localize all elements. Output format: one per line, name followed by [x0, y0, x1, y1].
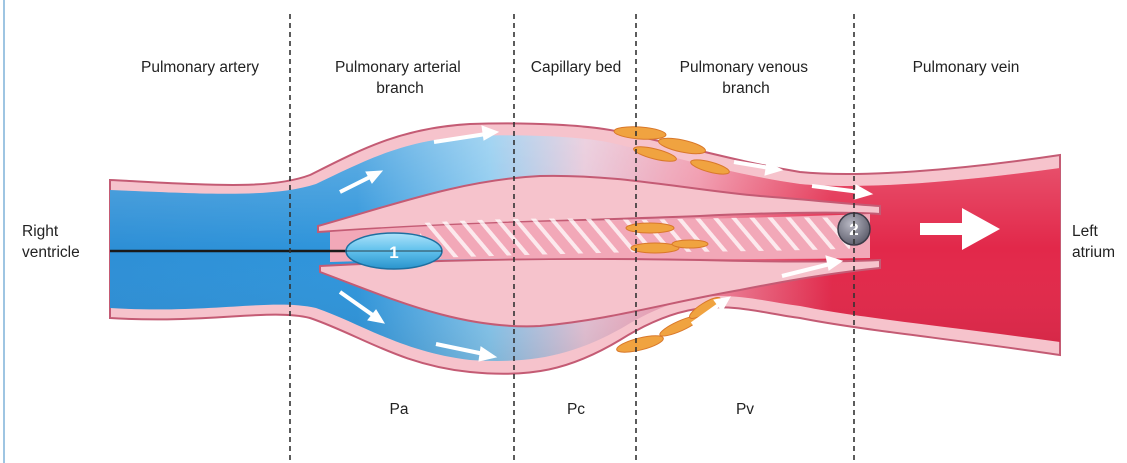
pressure-label-pa: Pa [390, 401, 409, 418]
region-label-pulmonary-venous-branch: Pulmonary venous branch [680, 59, 813, 97]
pressure-label-pc: Pc [567, 401, 585, 418]
region-label-pulmonary-artery: Pulmonary artery [141, 59, 259, 76]
end-label-right-ventricle: Right ventricle [22, 223, 80, 261]
marker-balloon: 1 [346, 233, 442, 269]
pressure-label-pv: Pv [736, 401, 754, 418]
region-label-pulmonary-vein: Pulmonary vein [913, 59, 1020, 76]
marker-1-label: 1 [389, 243, 398, 262]
region-label-pulmonary-arterial-branch: Pulmonary arterial branch [335, 59, 465, 97]
region-label-capillary-bed: Capillary bed [531, 59, 621, 76]
end-label-left-atrium: Left atrium [1072, 223, 1115, 261]
